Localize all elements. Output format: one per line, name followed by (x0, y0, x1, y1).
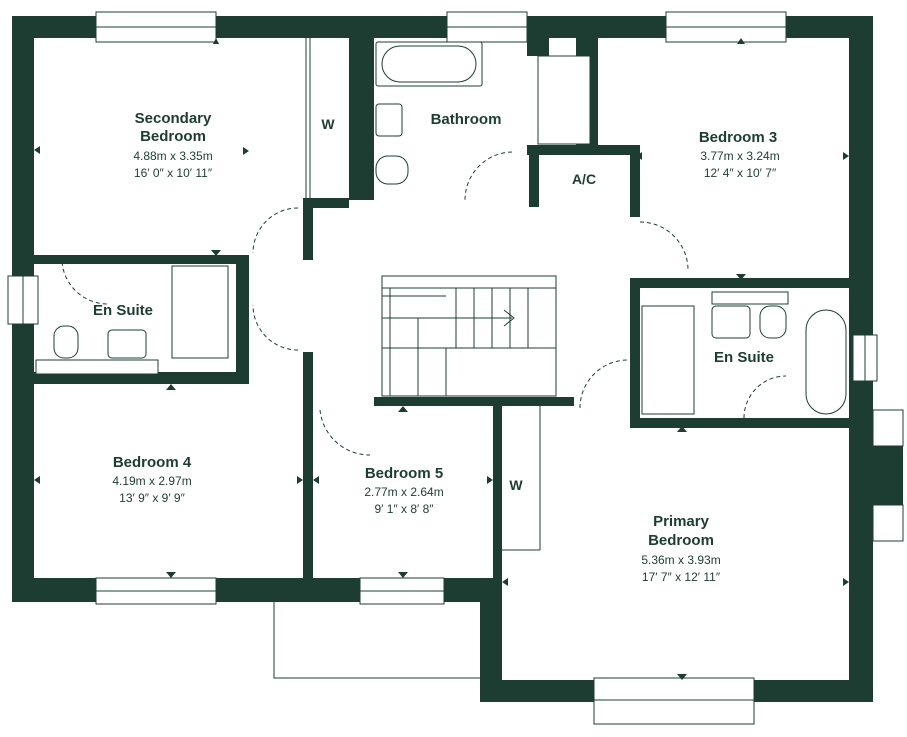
room-metric-size: 5.36m x 3.93m (641, 553, 720, 567)
room-name-line1: Primary (653, 513, 710, 530)
en-suite-right-label: En Suite (714, 349, 774, 366)
en-suite-left-label: En Suite (93, 302, 153, 319)
airing-cupboard-label: A/C (572, 171, 596, 187)
wardrobe-label: W (321, 116, 335, 132)
room-metric-size: 2.77m x 2.64m (364, 485, 443, 499)
room-name: Bedroom 4 (113, 454, 192, 471)
room-name-line2: Bedroom (648, 532, 714, 549)
doors (61, 151, 787, 456)
room-label-bedroom-4: Bedroom 4 4.19m x 2.97m 13′ 9″ x 9′ 9″ (112, 454, 192, 505)
room-name-line2: Bedroom (140, 128, 206, 145)
room-label-bedroom-3: Bedroom 3 3.77m x 3.24m 12′ 4″ x 10′ 7″ (699, 129, 780, 180)
orientation-markers (34, 38, 849, 680)
windows (7, 11, 878, 725)
room-name: Bedroom 5 (365, 465, 443, 482)
wardrobe-label: W (509, 477, 523, 493)
staircase (381, 275, 557, 397)
room-name-line1: Secondary (135, 110, 212, 127)
room-label-bedroom-5: Bedroom 5 2.77m x 2.64m 9′ 1″ x 8′ 8″ (364, 465, 443, 516)
room-imperial-size: 12′ 4″ x 10′ 7″ (704, 166, 777, 180)
room-imperial-size: 17′ 7″ x 12′ 11″ (642, 570, 721, 584)
room-imperial-size: 16′ 0″ x 10′ 11″ (134, 166, 213, 180)
room-metric-size: 4.88m x 3.35m (133, 149, 212, 163)
bay-outline (273, 409, 904, 679)
room-imperial-size: 13′ 9″ x 9′ 9″ (119, 491, 185, 505)
bathroom-label: Bathroom (431, 111, 502, 128)
room-label-primary-bedroom: Primary Bedroom 5.36m x 3.93m 17′ 7″ x 1… (641, 513, 721, 584)
room-metric-size: 4.19m x 2.97m (112, 474, 191, 488)
bathroom-fixtures (35, 41, 847, 415)
room-name: Bedroom 3 (699, 129, 777, 146)
room-imperial-size: 9′ 1″ x 8′ 8″ (374, 502, 434, 516)
wardrobes (305, 38, 541, 551)
room-label-secondary-bedroom: Secondary Bedroom 4.88m x 3.35m 16′ 0″ x… (133, 110, 213, 180)
room-metric-size: 3.77m x 3.24m (700, 149, 779, 163)
